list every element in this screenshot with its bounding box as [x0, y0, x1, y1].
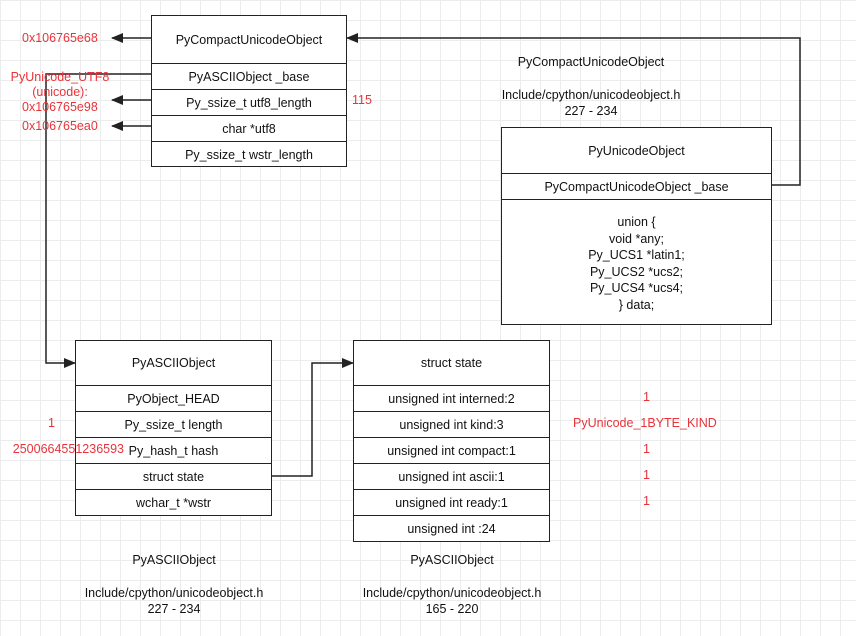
compact-caption: PyCompactUnicodeObject — [517, 55, 665, 69]
field-wstr-length: Py_ssize_t wstr_length — [152, 141, 346, 167]
utf8-label-line1: PyUnicode_UTF8 — [10, 70, 110, 84]
ascii-caption: PyASCIIObject — [132, 553, 216, 567]
field-utf8-length: Py_ssize_t utf8_length — [152, 89, 346, 116]
utf8-label-line2: (unicode): — [32, 85, 88, 99]
field-ascii-base: PyASCIIObject _base — [152, 63, 346, 90]
field-ascii: unsigned int ascii:1 — [354, 463, 549, 490]
state-file: Include/cpython/unicodeobject.h — [362, 586, 542, 600]
field-length: Py_ssize_t length — [76, 411, 271, 438]
unicode-object-title: PyUnicodeObject — [588, 143, 685, 158]
union-line: Py_UCS1 *latin1; — [588, 248, 685, 262]
arrow-unicode-base-to-compact — [346, 33, 801, 186]
field-ready: unsigned int ready:1 — [354, 489, 549, 516]
hash-value: 2500664551236593 — [12, 442, 124, 456]
utf8-length-address-label: 0x106765e98 — [22, 100, 98, 114]
ascii-object-box: PyASCIIObject PyObject_HEAD Py_ssize_t l… — [75, 340, 272, 516]
arrow-state-to-struct — [272, 358, 354, 477]
state-lines: 165 - 220 — [425, 602, 479, 616]
field-wstr: wchar_t *wstr — [76, 489, 271, 516]
union-line: union { — [617, 215, 656, 229]
compact-file: Include/cpython/unicodeobject.h — [501, 88, 681, 102]
compact-unicode-object-box: PyCompactUnicodeObject PyASCIIObject _ba… — [151, 15, 347, 167]
field-state: struct state — [76, 463, 271, 490]
main-address-label: 0x106765e68 — [22, 31, 98, 45]
compact-value: 1 — [643, 442, 650, 456]
field-kind: unsigned int kind:3 — [354, 411, 549, 438]
interned-value: 1 — [643, 390, 650, 404]
kind-value: PyUnicode_1BYTE_KIND — [573, 416, 717, 430]
length-value: 1 — [48, 416, 55, 430]
struct-state-box: struct state unsigned int interned:2 uns… — [353, 340, 550, 542]
arrow-base-to-ascii — [45, 73, 151, 368]
union-line: Py_UCS4 *ucs4; — [589, 281, 684, 295]
ascii-lines: 227 - 234 — [147, 602, 201, 616]
compact-lines: 227 - 234 — [564, 104, 618, 118]
field-utf8: char *utf8 — [152, 115, 346, 142]
field-compact-base: PyCompactUnicodeObject _base — [502, 173, 771, 200]
field-compact: unsigned int compact:1 — [354, 437, 549, 464]
ascii-file: Include/cpython/unicodeobject.h — [84, 586, 264, 600]
field-pyobject-head: PyObject_HEAD — [76, 385, 271, 412]
field-padding: unsigned int :24 — [354, 515, 549, 542]
unicode-object-box: PyUnicodeObject PyCompactUnicodeObject _… — [501, 127, 772, 325]
field-hash: Py_hash_t hash — [76, 437, 271, 464]
utf8-address-label: 0x106765ea0 — [22, 119, 98, 133]
compact-unicode-object-title: PyCompactUnicodeObject — [175, 32, 323, 47]
union-line: Py_UCS2 *ucs2; — [589, 264, 684, 279]
field-interned: unsigned int interned:2 — [354, 385, 549, 412]
union-data-section — [502, 199, 771, 325]
state-caption: PyASCIIObject — [410, 553, 494, 567]
ascii-value: 1 — [643, 468, 650, 482]
utf8-length-value: 115 — [352, 93, 372, 107]
ascii-object-title: PyASCIIObject — [131, 356, 216, 370]
union-data-text: union { void *any; Py_UCS1 *latin1; Py_U… — [502, 214, 771, 313]
union-line: } data; — [618, 297, 655, 312]
ready-value: 1 — [643, 494, 650, 508]
union-line: void *any; — [609, 231, 664, 246]
struct-state-title: struct state — [420, 356, 483, 370]
